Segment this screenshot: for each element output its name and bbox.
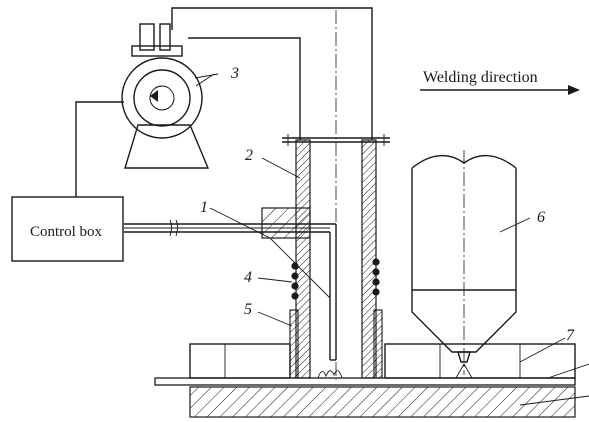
label-1: 1 bbox=[200, 199, 208, 216]
coil-4 bbox=[291, 258, 380, 300]
label-2: 2 bbox=[245, 147, 253, 164]
label-4: 4 bbox=[244, 269, 252, 286]
pump-3 bbox=[121, 23, 219, 169]
wire-tube-1 bbox=[124, 207, 343, 379]
wiring bbox=[75, 7, 373, 197]
label-5: 5 bbox=[244, 301, 252, 318]
collar-5 bbox=[289, 309, 383, 379]
label-3: 3 bbox=[230, 65, 239, 82]
welding-direction-label: Welding direction bbox=[423, 69, 538, 86]
control-box-label: Control box bbox=[30, 224, 103, 240]
label-7: 7 bbox=[566, 327, 575, 344]
welding-direction-arrow: Welding direction bbox=[420, 69, 580, 95]
torch-6 bbox=[411, 150, 517, 379]
control-box: Control box bbox=[11, 196, 124, 262]
leader-lines bbox=[195, 73, 589, 406]
label-6: 6 bbox=[537, 209, 545, 226]
base-plate bbox=[189, 386, 576, 418]
